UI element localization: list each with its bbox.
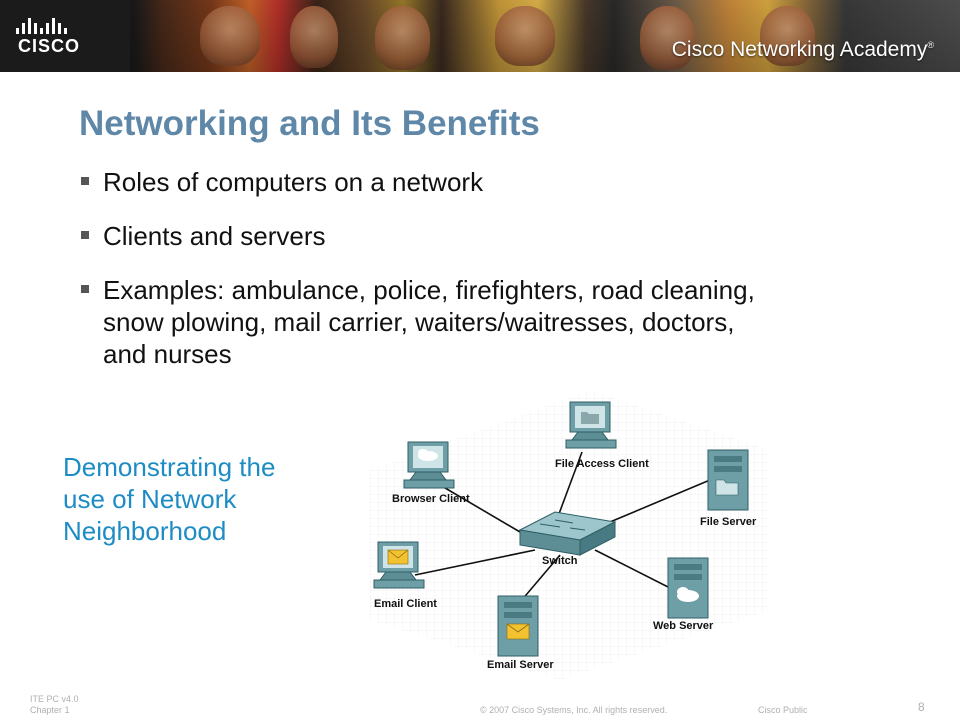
file-access-client-icon bbox=[565, 401, 617, 449]
switch-icon bbox=[518, 511, 617, 556]
label-browser-client: Browser Client bbox=[392, 493, 470, 505]
bullet-text: Clients and servers bbox=[103, 221, 326, 251]
banner-photo bbox=[290, 6, 338, 68]
label-web-server: Web Server bbox=[653, 620, 714, 632]
label-file-server: File Server bbox=[700, 516, 757, 528]
email-client-icon bbox=[373, 541, 425, 589]
cisco-logo-text: CISCO bbox=[18, 36, 81, 56]
network-diagram-graphic bbox=[370, 390, 770, 680]
slide-title: Networking and Its Benefits bbox=[79, 104, 540, 143]
file-server-icon bbox=[707, 449, 749, 511]
banner-photo bbox=[200, 6, 260, 66]
link-email-client bbox=[414, 549, 536, 576]
banner-photo bbox=[375, 6, 430, 70]
bullet-square-icon bbox=[81, 285, 89, 293]
page-number: 8 bbox=[918, 700, 925, 714]
web-server-icon bbox=[667, 557, 709, 619]
bullet-list: Roles of computers on a network Clients … bbox=[80, 166, 780, 370]
diagram-caption: Demonstrating the use of Network Neighbo… bbox=[63, 452, 276, 546]
link-file-server bbox=[609, 479, 711, 523]
bullet-item: Examples: ambulance, police, firefighter… bbox=[80, 274, 780, 370]
bullet-item: Clients and servers bbox=[80, 220, 780, 252]
link-browser-client bbox=[439, 484, 521, 533]
cisco-logo: CISCO bbox=[0, 0, 130, 72]
banner-photo bbox=[495, 6, 555, 66]
bullet-text: Roles of computers on a network bbox=[103, 167, 484, 197]
link-web-server bbox=[594, 549, 671, 589]
footer-classification: Cisco Public bbox=[758, 705, 808, 715]
footer-course: ITE PC v4.0 bbox=[30, 694, 79, 704]
registered-mark: ® bbox=[927, 40, 934, 50]
footer-chapter: Chapter 1 bbox=[30, 705, 70, 715]
label-email-server: Email Server bbox=[487, 659, 554, 671]
label-email-client: Email Client bbox=[374, 598, 437, 610]
label-file-access-client: File Access Client bbox=[555, 458, 649, 470]
footer-copyright: © 2007 Cisco Systems, Inc. All rights re… bbox=[480, 705, 668, 715]
network-diagram: File Access Client Browser Client File S… bbox=[370, 390, 770, 680]
label-switch: Switch bbox=[542, 555, 578, 567]
header-banner: CISCO Cisco Networking Academy® bbox=[0, 0, 960, 72]
browser-client-icon bbox=[403, 441, 455, 489]
banner-photo bbox=[640, 6, 695, 70]
bullet-square-icon bbox=[81, 177, 89, 185]
academy-text: Cisco Networking Academy bbox=[671, 38, 928, 61]
banner-photo bbox=[760, 6, 815, 66]
bullet-square-icon bbox=[81, 231, 89, 239]
bullet-text: Examples: ambulance, police, firefighter… bbox=[103, 275, 755, 369]
email-server-icon bbox=[497, 595, 539, 657]
bullet-item: Roles of computers on a network bbox=[80, 166, 780, 198]
academy-brand: Cisco Networking Academy® bbox=[672, 38, 934, 62]
